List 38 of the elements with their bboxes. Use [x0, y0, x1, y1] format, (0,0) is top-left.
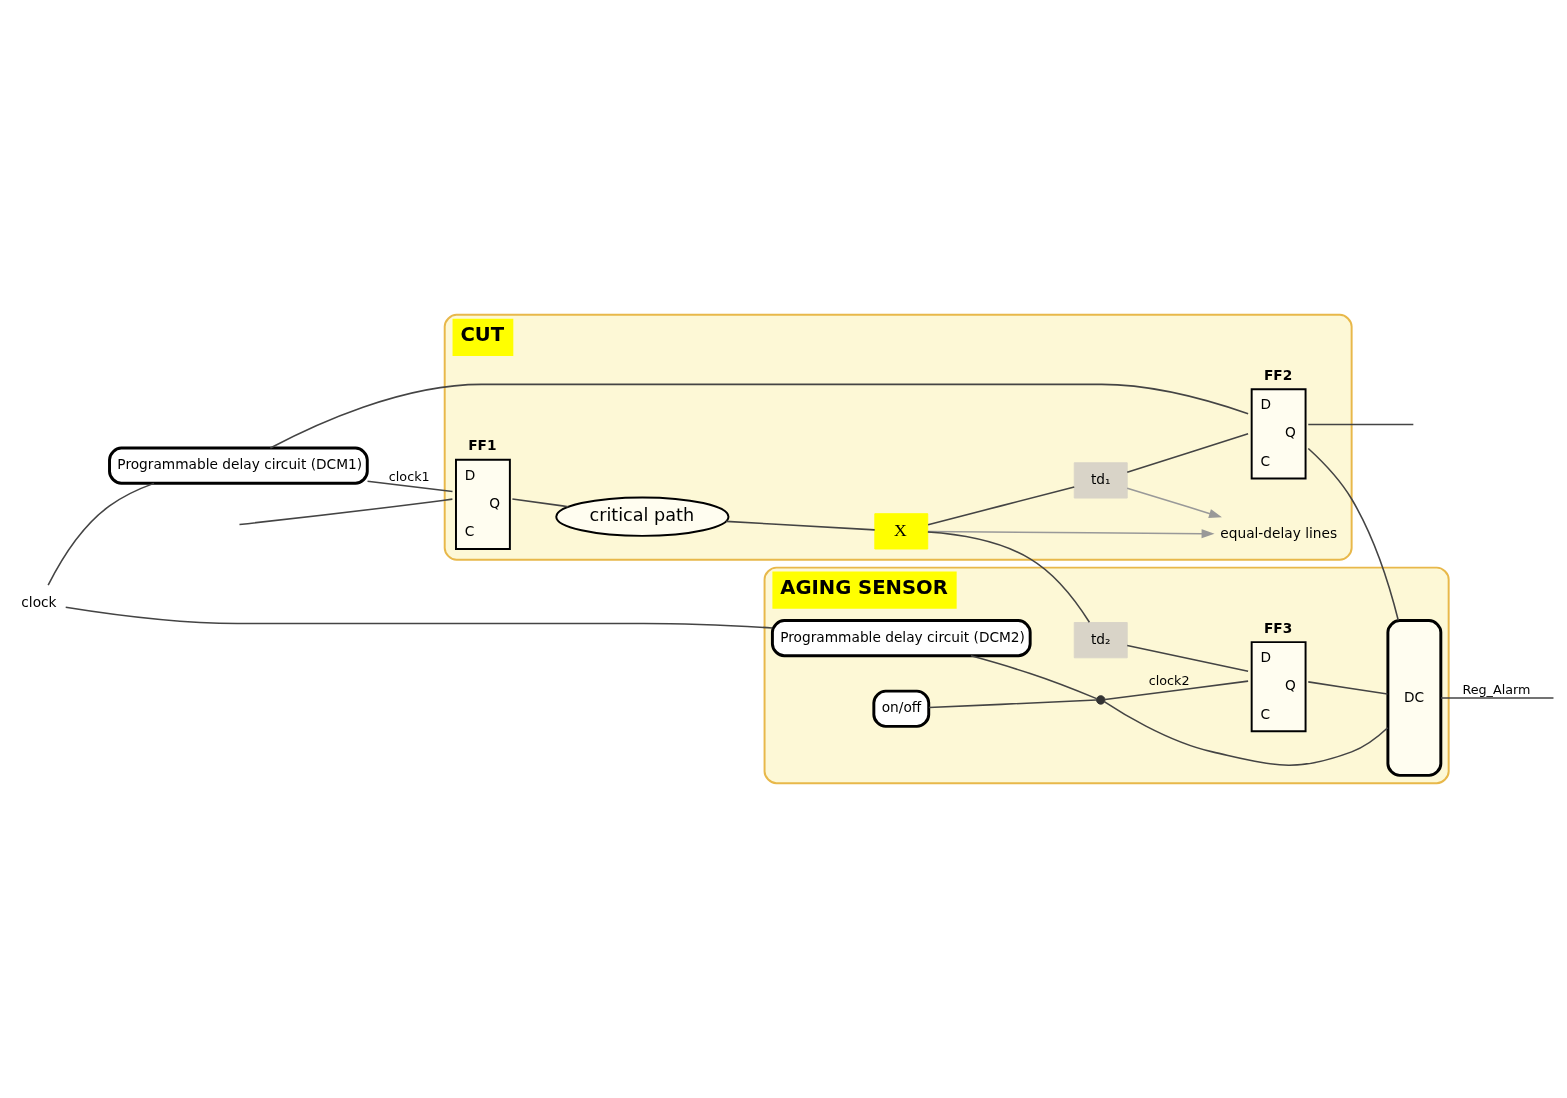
edge-label: Reg_Alarm	[1462, 682, 1531, 698]
connector	[1307, 447, 1400, 622]
node-text: equal-delay lines	[1220, 524, 1338, 541]
arrow	[927, 529, 1215, 539]
connector	[1307, 681, 1389, 695]
connector	[1104, 680, 1249, 701]
connector	[47, 482, 155, 586]
connector	[1126, 433, 1249, 474]
connector	[970, 655, 1098, 700]
connector	[927, 531, 1091, 623]
connector	[269, 383, 1249, 449]
connector	[1103, 701, 1389, 766]
node-text: clock	[21, 593, 57, 610]
connector	[1307, 423, 1415, 426]
node-label: FF2	[1263, 366, 1293, 383]
node-ellipse: critical path	[555, 496, 730, 537]
node-box: td₁	[1073, 462, 1128, 499]
connector	[64, 606, 774, 629]
node-box: Programmable delay circuit (DCM2)	[770, 619, 1032, 658]
node-box: Programmable delay circuit (DCM1)	[108, 446, 369, 485]
connector	[928, 699, 1098, 709]
connector	[238, 498, 454, 526]
connector	[366, 480, 454, 493]
node-box: td₂	[1073, 622, 1128, 659]
node-box: DC	[1386, 619, 1443, 777]
node-label: FF3	[1263, 619, 1293, 636]
connector	[927, 486, 1076, 526]
node-box: X	[874, 513, 929, 550]
node-box: on/off	[872, 689, 931, 728]
arrow	[1126, 487, 1222, 518]
node-switch	[1096, 695, 1106, 705]
connector	[511, 498, 570, 508]
connector	[725, 520, 876, 531]
edge-label: clock1	[388, 468, 430, 484]
connector	[1440, 697, 1555, 699]
edge-label: clock2	[1148, 672, 1190, 688]
node-label: FF1	[468, 437, 497, 454]
connector	[1126, 644, 1249, 672]
